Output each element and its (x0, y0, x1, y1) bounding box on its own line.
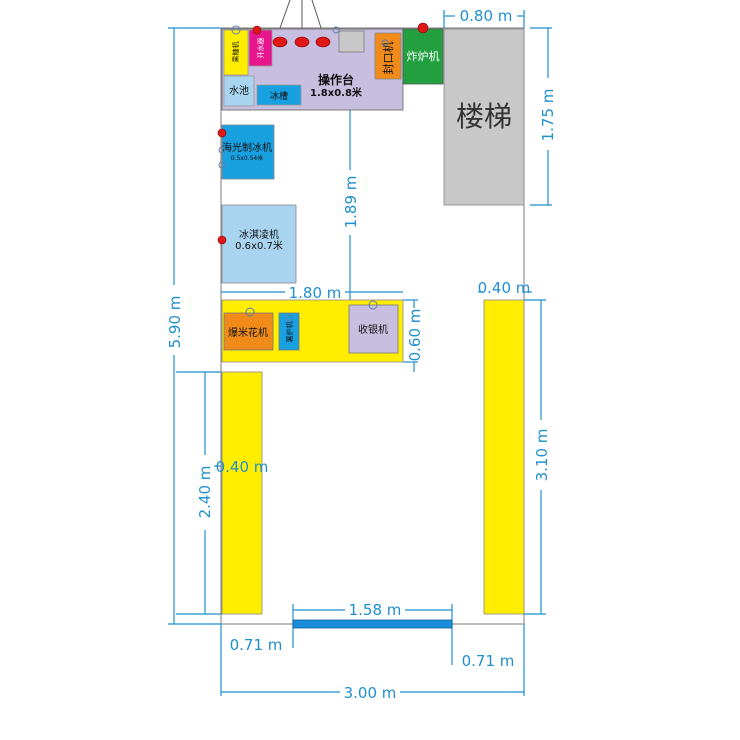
ice-cream-size: 0.6x0.7米 (235, 239, 283, 252)
stairs-label: 楼梯 (456, 100, 512, 133)
juicer (223, 29, 249, 76)
water-outlet-icon (218, 161, 226, 169)
prep-table-size: 1.8x0.8米 (310, 86, 363, 99)
water-outlet-icon (381, 39, 389, 47)
dim-left-shelf-width: 0.40 m (216, 458, 269, 476)
entrance-door (292, 619, 453, 629)
dim-stairs-width: 0.80 m (460, 7, 513, 25)
power-socket-icon (417, 22, 429, 34)
dimension-lines (168, 10, 552, 696)
sink-label: 水池 (229, 84, 249, 97)
water-dispenser-label: 开水器 (256, 38, 265, 59)
grey-unit (338, 30, 365, 53)
dim-counter-width: 1.80 m (289, 284, 342, 302)
power-socket-icon (217, 128, 227, 138)
sealer (374, 32, 402, 80)
small-fryer (278, 312, 300, 351)
fryer-label: 炸炉机 (407, 49, 440, 63)
water-outlet-icons (218, 25, 389, 322)
water-outlet-icon (285, 314, 293, 322)
popcorn-label: 爆米花机 (228, 326, 268, 339)
sink (223, 75, 255, 107)
dim-left-shelf-length: 2.40 m (196, 466, 214, 519)
dim-right-shelf-width: 0.40 m (478, 279, 531, 297)
ice-maker (221, 124, 275, 180)
ice-cream-name: 冰淇凌机 (239, 228, 279, 241)
dim-right-shelf-length: 3.10 m (533, 429, 551, 482)
ice-trough-label: 冰槽 (270, 90, 288, 102)
water-outlet-icon (368, 300, 378, 310)
juicer-label: 果糖机 (231, 42, 240, 63)
power-socket-icon (252, 25, 262, 35)
ice-cream-machine (221, 204, 297, 284)
dim-door-width: 1.58 m (349, 601, 402, 619)
dim-aisle-depth: 1.89 m (342, 176, 360, 229)
left-shelf (221, 371, 263, 615)
small-fryer-label: 薯炉机 (285, 322, 294, 343)
popcorn-machine (223, 312, 274, 351)
water-outlet-icon (245, 307, 255, 317)
power-socket-icon (315, 36, 331, 48)
water-outlet-icon (231, 25, 241, 35)
ice-trough (256, 84, 302, 106)
dim-stairs-depth: 1.75 m (539, 89, 557, 142)
water-outlet-icon (218, 146, 226, 154)
right-shelf (483, 299, 525, 615)
power-socket-icon (272, 36, 288, 48)
dim-counter-depth: 0.60 m (406, 309, 424, 362)
stairs (443, 28, 525, 206)
dim-door-right-offset: 0.71 m (462, 652, 515, 670)
cashier-label: 收银机 (358, 323, 388, 336)
ice-maker-size: 0.5x0.54米 (231, 154, 263, 162)
ice-maker-name: 海光制冰机 (222, 141, 272, 154)
cashier (348, 304, 399, 354)
dim-total-width: 3.00 m (344, 684, 397, 702)
dim-door-left-offset: 0.71 m (230, 636, 283, 654)
sealer-label: 封口机 (381, 42, 395, 75)
power-socket-icon (294, 36, 310, 48)
power-socket-icon (217, 235, 227, 245)
water-outlet-icon (332, 26, 340, 34)
dim-total-depth: 5.90 m (166, 296, 184, 349)
power-socket-icons (217, 22, 429, 245)
prep-table-name: 操作台 (318, 72, 354, 87)
lamp-cords (279, 0, 324, 35)
